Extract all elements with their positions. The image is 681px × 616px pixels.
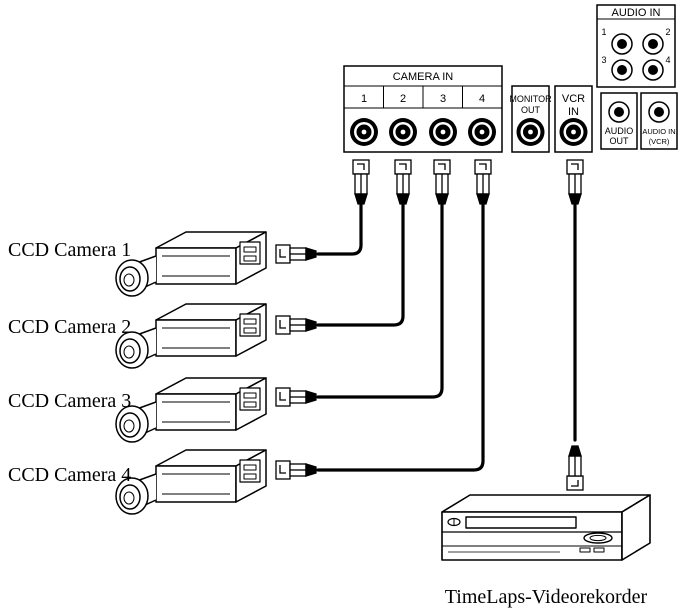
bnc-plug-icon — [275, 460, 317, 480]
vcr-device — [441, 494, 651, 561]
camera-in-port-label: 1 — [361, 93, 367, 105]
bnc-plug-icon — [275, 387, 317, 407]
audio-out-label: AUDIO — [605, 126, 634, 136]
monitor-out-label: MONITOR — [509, 94, 552, 104]
bnc-jack-icon — [429, 118, 457, 146]
camera-in-title: CAMERA IN — [393, 71, 454, 83]
bnc-jack-icon — [559, 118, 588, 146]
panel-jacks — [350, 118, 588, 146]
audio-in-vcr-label: (VCR) — [649, 137, 670, 146]
camera-in-port-label: 3 — [440, 93, 446, 105]
rca-jack-icon — [642, 33, 664, 55]
audio-out-label: OUT — [610, 136, 630, 146]
cameras — [115, 231, 267, 515]
vcr-in-label: IN — [568, 106, 579, 118]
vcr-label: TimeLaps-Videorekorder — [445, 586, 648, 608]
bnc-plug-icon — [394, 159, 412, 205]
audio-in-title: AUDIO IN — [612, 7, 661, 19]
cable-camera-4 — [316, 203, 485, 472]
bnc-jack-icon — [389, 118, 417, 146]
bnc-plug-icon — [566, 159, 584, 205]
bnc-jack-icon — [516, 118, 545, 146]
ccd-camera-icon — [115, 231, 267, 297]
rca-jack-icon — [648, 101, 670, 123]
cables — [316, 203, 577, 472]
rca-jack-icon — [642, 59, 664, 81]
cable-camera-3 — [316, 203, 444, 399]
camera-plugs — [275, 244, 317, 480]
audio-in-vcr-label: AUDIO IN — [642, 127, 675, 136]
ccd-camera-icon — [115, 377, 267, 443]
camera-in-port-label: 4 — [479, 93, 485, 105]
audio-jacks — [608, 33, 670, 123]
bnc-jack-icon — [350, 118, 378, 146]
panel-plugs — [352, 159, 584, 205]
bnc-plug-icon — [433, 159, 451, 205]
bnc-plug-icon — [275, 315, 317, 335]
bnc-jack-icon — [468, 118, 496, 146]
ccd-camera-icon — [115, 449, 267, 515]
audio-in-port-label: 2 — [665, 27, 670, 37]
bnc-plug-icon — [352, 159, 370, 205]
camera-label: CCD Camera 3 — [8, 390, 131, 412]
audio-in-port-label: 4 — [665, 55, 670, 65]
camera-in-port-label: 2 — [400, 93, 406, 105]
vcr-in-label: VCR — [562, 93, 585, 105]
rca-jack-icon — [611, 59, 633, 81]
camera-labels: CCD Camera 1 CCD Camera 2 CCD Camera 3 C… — [8, 239, 131, 486]
cable-camera-1 — [316, 203, 363, 256]
audio-in-port-label: 3 — [601, 55, 606, 65]
rca-jack-icon — [611, 33, 633, 55]
camera-label: CCD Camera 2 — [8, 316, 131, 338]
audio-in-port-label: 1 — [601, 27, 606, 37]
bnc-plug-icon — [474, 159, 492, 205]
bnc-plug-icon — [275, 244, 317, 264]
bnc-plug-icon — [566, 445, 584, 491]
vcr-plug — [566, 445, 584, 491]
rca-jack-icon — [608, 101, 630, 123]
ccd-camera-icon — [115, 303, 267, 369]
camera-label: CCD Camera 4 — [8, 464, 131, 486]
camera-label: CCD Camera 1 — [8, 239, 131, 261]
cable-camera-2 — [316, 203, 405, 327]
monitor-out-label: OUT — [521, 105, 541, 115]
